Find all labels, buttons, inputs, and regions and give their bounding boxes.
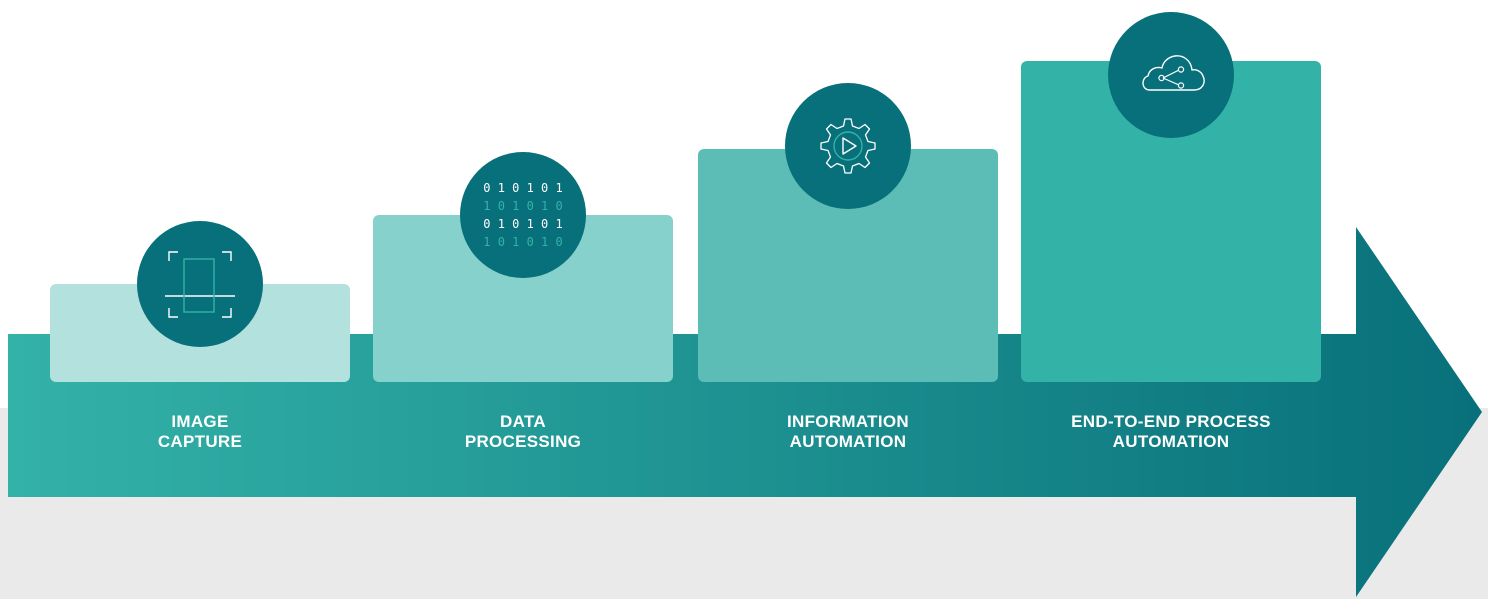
step-label-line1: INFORMATION: [787, 412, 909, 431]
step-label-image-capture: IMAGE CAPTURE: [50, 412, 350, 452]
gear-play-icon: [820, 118, 876, 174]
image-capture-icon: [165, 251, 235, 318]
binary-data-icon: 0 1 0 1 0 1 1 0 1 0 1 0 0 1 0 1 0 1 1 0 …: [483, 181, 562, 249]
binary-row: 0 1 0 1 0 1: [483, 181, 562, 195]
binary-row: 1 0 1 0 1 0: [483, 235, 562, 249]
step-label-data-processing: DATA PROCESSING: [373, 412, 673, 452]
step-label-line2: CAPTURE: [157, 432, 243, 451]
step-circle-image-capture: [137, 221, 263, 347]
binary-row: 0 1 0 1 0 1: [483, 217, 562, 231]
step-circle-information-automation: [785, 83, 911, 209]
step-label-line2: PROCESSING: [464, 432, 582, 451]
step-circle-data-processing: 0 1 0 1 0 1 1 0 1 0 1 0 0 1 0 1 0 1 1 0 …: [460, 152, 586, 278]
step-label-line1: DATA: [500, 412, 546, 431]
step-label-information-automation: INFORMATION AUTOMATION: [698, 412, 998, 452]
cloud-share-icon: [1142, 55, 1205, 91]
step-label-line1: END-TO-END PROCESS: [1071, 412, 1271, 431]
binary-row: 1 0 1 0 1 0: [483, 199, 562, 213]
step-label-end-to-end-process-automation: END-TO-END PROCESS AUTOMATION: [1021, 412, 1321, 452]
step-circle-end-to-end-process-automation: [1108, 12, 1234, 138]
step-label-line1: IMAGE: [171, 412, 229, 431]
step-label-line2: AUTOMATION: [789, 432, 907, 451]
step-label-line2: AUTOMATION: [1112, 432, 1230, 451]
